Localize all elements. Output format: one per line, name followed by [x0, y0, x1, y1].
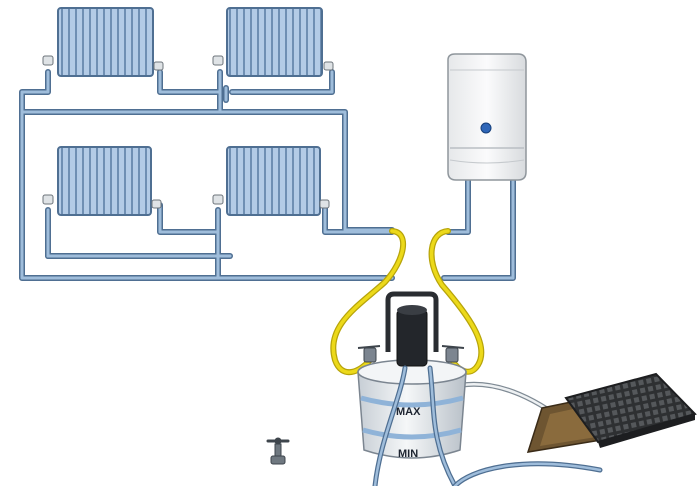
thermostatic-valve-icon	[212, 55, 224, 66]
thermostatic-valve-icon	[212, 194, 224, 205]
max-level-label: MAX	[396, 406, 421, 418]
radiator-valve-icon	[153, 61, 164, 71]
thermostatic-valve-icon	[42, 55, 54, 66]
flush-pump: MAX MIN	[357, 291, 467, 460]
radiator-valve-icon	[151, 199, 162, 209]
power-indicator-icon	[480, 122, 492, 134]
tank-band-max	[360, 395, 464, 408]
radiator-top-left	[42, 7, 164, 77]
pump-handle	[385, 291, 439, 352]
supply-hoses	[372, 365, 603, 486]
radiator-icon	[226, 7, 323, 77]
boiler	[447, 53, 527, 181]
radiator-bottom-right	[212, 146, 330, 216]
tank-band-min	[362, 427, 462, 440]
valve-left-icon	[363, 347, 377, 363]
radiator-bottom-left	[42, 146, 162, 216]
floor-drain	[526, 372, 697, 453]
valve-right-icon	[445, 347, 459, 363]
radiator-valve-icon	[319, 199, 330, 209]
min-level-label: MIN	[398, 448, 418, 460]
radiator-top-right	[212, 7, 334, 77]
water-tap	[266, 437, 290, 465]
pipe-network	[19, 69, 516, 281]
radiator-valve-icon	[323, 61, 334, 71]
radiator-icon	[57, 7, 154, 77]
radiator-icon	[226, 146, 321, 216]
thermostatic-valve-icon	[42, 194, 54, 205]
radiator-icon	[57, 146, 152, 216]
water-tap-icon	[266, 437, 290, 465]
flush-pump-icon	[396, 309, 428, 367]
